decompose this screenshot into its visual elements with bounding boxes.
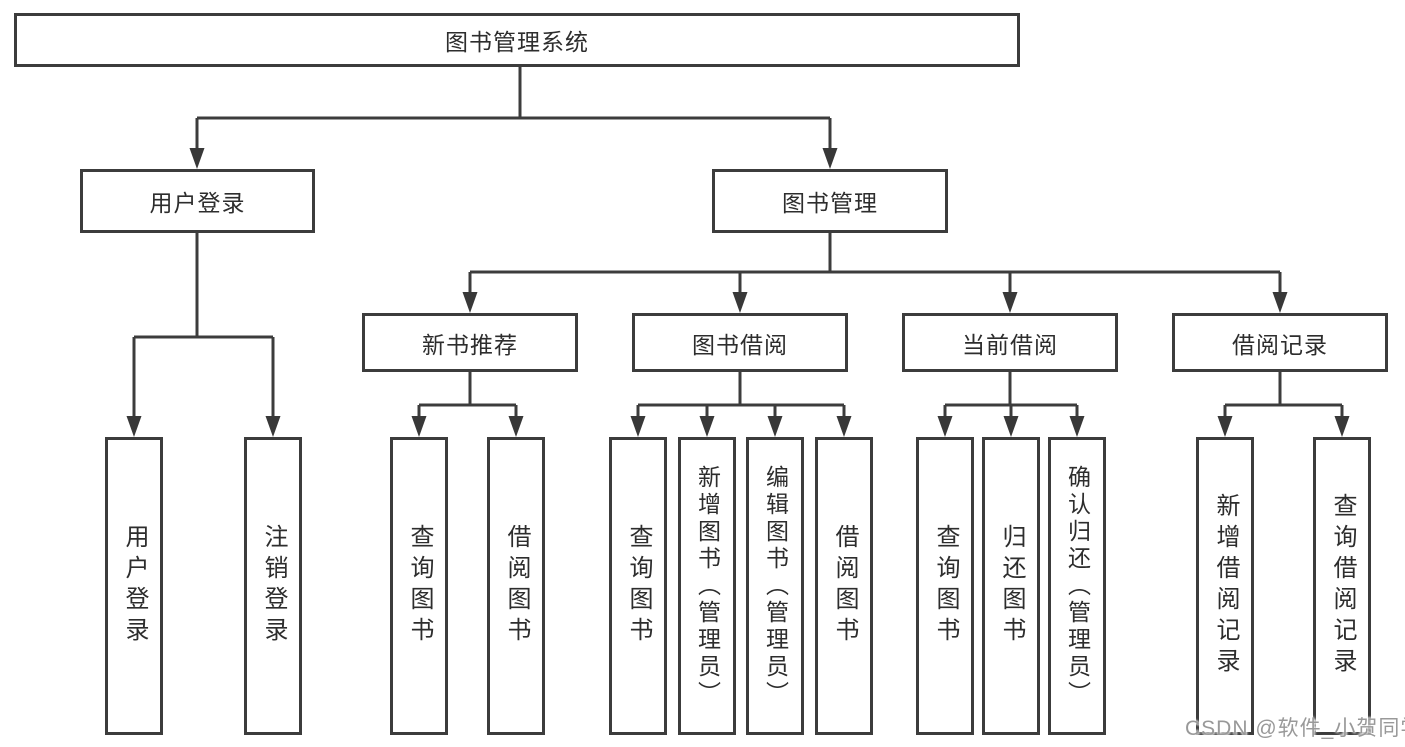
- node-current-borrowing: 当前借阅: [902, 313, 1118, 372]
- node-label: 查询图书: [406, 524, 433, 648]
- node-borrowing-records: 借阅记录: [1172, 313, 1388, 372]
- node-label: 图书借阅: [692, 331, 788, 358]
- node-label: 新增图书（管理员）: [694, 464, 721, 708]
- node-label: 查询借阅记录: [1329, 493, 1356, 679]
- node-label: 查询图书: [625, 524, 652, 648]
- node-book-borrowing: 图书借阅: [632, 313, 848, 372]
- node-label: 归还图书: [998, 524, 1025, 648]
- node-label: 查询图书: [932, 524, 959, 648]
- node-label: 图书管理: [782, 190, 878, 216]
- leaf-borrow-book-borrowing: 借阅图书: [815, 437, 873, 735]
- node-new-book-recommend: 新书推荐: [362, 313, 578, 372]
- leaf-edit-book-admin: 编辑图书（管理员）: [746, 437, 804, 735]
- watermark: CSDN @软件_小贺同学: [1185, 717, 1405, 740]
- leaf-borrow-book-recommend: 借阅图书: [487, 437, 545, 735]
- node-label: 注销登录: [260, 524, 287, 648]
- node-book-management: 图书管理: [712, 169, 948, 233]
- node-label: 借阅图书: [503, 524, 530, 648]
- node-label: 借阅图书: [831, 524, 858, 648]
- node-label: 当前借阅: [962, 331, 1058, 358]
- leaf-return-book: 归还图书: [982, 437, 1040, 735]
- node-root-system: 图书管理系统: [14, 13, 1020, 67]
- node-label: 新增借阅记录: [1212, 493, 1239, 679]
- leaf-logout: 注销登录: [244, 437, 302, 735]
- leaf-user-login: 用户登录: [105, 437, 163, 735]
- leaf-query-book-current: 查询图书: [916, 437, 974, 735]
- leaf-query-book-borrowing: 查询图书: [609, 437, 667, 735]
- leaf-add-borrow-record: 新增借阅记录: [1196, 437, 1254, 735]
- node-label: 用户登录: [121, 524, 148, 648]
- leaf-confirm-return-admin: 确认归还（管理员）: [1048, 437, 1106, 735]
- leaf-query-borrow-record: 查询借阅记录: [1313, 437, 1371, 735]
- leaf-add-book-admin: 新增图书（管理员）: [678, 437, 736, 735]
- node-label: 借阅记录: [1232, 331, 1328, 358]
- node-label: 新书推荐: [422, 331, 518, 358]
- node-label: 编辑图书（管理员）: [762, 464, 789, 708]
- node-label: 用户登录: [149, 190, 246, 216]
- node-label: 图书管理系统: [445, 29, 589, 55]
- node-label: 确认归还（管理员）: [1064, 464, 1091, 708]
- leaf-query-book-recommend: 查询图书: [390, 437, 448, 735]
- node-user-login: 用户登录: [80, 169, 315, 233]
